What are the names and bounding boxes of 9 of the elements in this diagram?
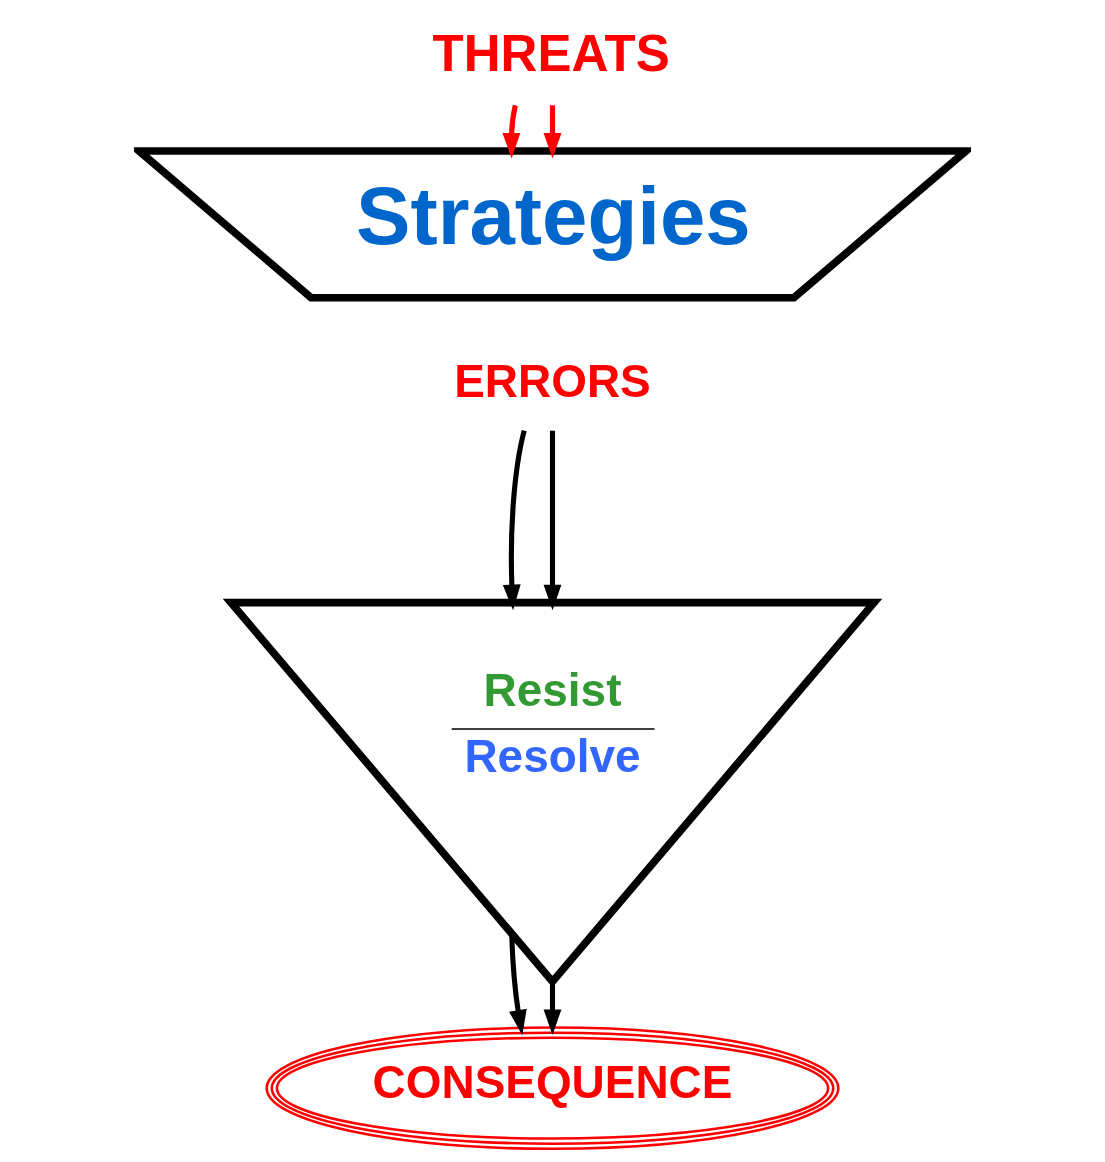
node-ellipse: CONSEQUENCE [265,1026,840,1151]
arrow [502,430,527,611]
node-text: ERRORS [454,355,651,408]
arrow [502,104,521,159]
arrow [509,933,527,1036]
arrow [543,105,562,159]
arrow [543,981,562,1035]
arrow [543,430,562,611]
node-text: THREATS [432,24,670,82]
